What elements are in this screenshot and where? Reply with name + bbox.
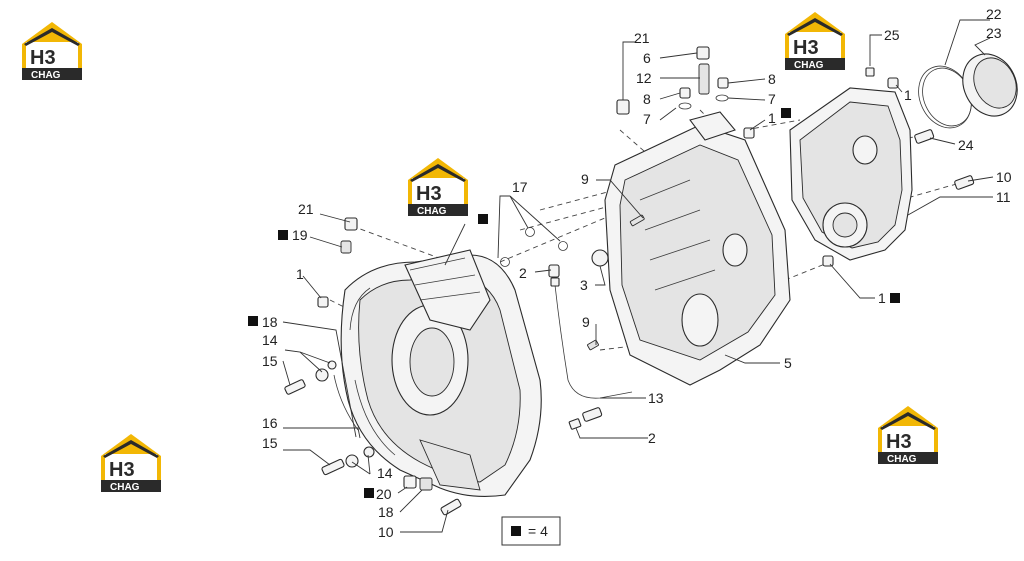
top-small-parts (616, 46, 755, 139)
logo-mark: H3 (30, 47, 56, 69)
callout-9: 9 (582, 314, 590, 330)
callout-15: 15 (262, 435, 278, 451)
brand-logo-center: H3 CHAG (408, 158, 468, 217)
callout-6: 6 (643, 50, 651, 66)
callout-13: 13 (648, 390, 664, 406)
callout-18: 18 (378, 504, 394, 520)
callout-21: 21 (634, 30, 650, 46)
logo-word: CHAG (110, 482, 140, 493)
brand-logo-bottomright: H3 CHAG (878, 406, 938, 465)
callout-1: 1 (768, 110, 776, 126)
callout-2: 2 (519, 265, 527, 281)
callout-5: 5 (784, 355, 792, 371)
logo-mark: H3 (793, 37, 819, 59)
callout-1: 1 (296, 266, 304, 282)
callout-10: 10 (378, 524, 394, 540)
callout-8: 8 (768, 71, 776, 87)
pipe-assembly (548, 214, 645, 430)
callout-2: 2 (648, 430, 656, 446)
rear-cover (789, 67, 975, 267)
o-rings (500, 227, 568, 267)
callout-18: 18 (262, 314, 278, 330)
logo-word: CHAG (417, 206, 447, 217)
legend-text: = 4 (528, 523, 548, 539)
callout-17: 17 (512, 179, 528, 195)
legend: = 4 (501, 516, 561, 546)
callout-12: 12 (636, 70, 652, 86)
logo-mark: H3 (109, 459, 135, 481)
callout-24: 24 (958, 137, 974, 153)
callout-1: 1 (878, 290, 886, 306)
brand-logo-topleft: H3 CHAG (22, 22, 82, 81)
logo-word: CHAG (794, 60, 824, 71)
callout-14: 14 (377, 465, 393, 481)
quantity-markers (248, 108, 900, 498)
logo-mark: H3 (886, 431, 912, 453)
callout-9: 9 (581, 171, 589, 187)
callout-22: 22 (986, 6, 1002, 22)
callout-labels: 21 19 1 18 14 15 16 15 14 20 18 10 17 2 … (262, 6, 1012, 540)
logo-mark: H3 (416, 183, 442, 205)
callout-21: 21 (298, 201, 314, 217)
callout-14: 14 (262, 332, 278, 348)
logo-word: CHAG (887, 454, 917, 465)
callout-3: 3 (580, 277, 588, 293)
logo-word: CHAG (31, 70, 61, 81)
callout-11: 11 (996, 189, 1011, 205)
leader-lines (282, 19, 994, 533)
callout-10: 10 (996, 169, 1012, 185)
brand-logo-bottomleft: H3 CHAG (101, 434, 161, 493)
callout-7: 7 (768, 91, 776, 107)
callout-1: 1 (904, 87, 912, 103)
legend-square-icon (511, 526, 521, 536)
callout-15: 15 (262, 353, 278, 369)
callout-7: 7 (643, 111, 651, 127)
callout-19: 19 (292, 227, 308, 243)
callout-23: 23 (986, 25, 1002, 41)
callout-25: 25 (884, 27, 900, 43)
seal-and-cap (918, 53, 1018, 129)
center-housing (591, 111, 791, 386)
callout-20: 20 (376, 486, 392, 502)
front-housing (340, 249, 542, 497)
callout-8: 8 (643, 91, 651, 107)
callout-16: 16 (262, 415, 278, 431)
brand-logo-topright: H3 CHAG (785, 12, 845, 71)
